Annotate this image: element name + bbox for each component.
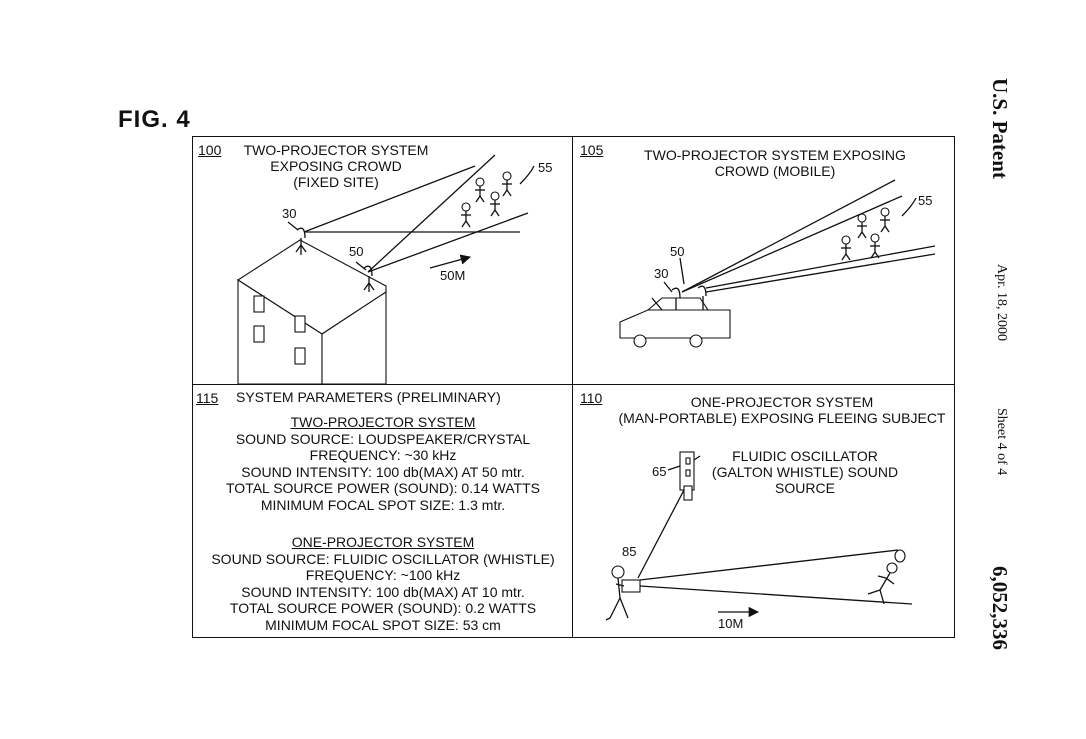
label-55-100: 55 xyxy=(538,160,553,175)
label-30-100: 30 xyxy=(282,206,297,221)
whistle-source-drawing xyxy=(667,451,701,501)
sound-beam-110 xyxy=(639,549,913,605)
param-line: MINIMUM FOCAL SPOT SIZE: 53 cm xyxy=(265,616,501,633)
leader-30-105 xyxy=(663,281,673,293)
horizontal-divider xyxy=(192,384,955,385)
source-line3: SOURCE xyxy=(775,480,835,496)
panel-110-title-line1: ONE-PROJECTOR SYSTEM xyxy=(690,394,874,410)
crowd-100 xyxy=(461,165,535,228)
panel-105-title-line2: CROWD (MOBILE) xyxy=(714,163,836,179)
panel-100-title-line1: TWO-PROJECTOR SYSTEM xyxy=(243,142,429,158)
panel-100-title-line2: EXPOSING CROWD xyxy=(270,158,402,174)
projector-30-drawing xyxy=(295,227,307,255)
panel-115-title: SYSTEM PARAMETERS (PRELIMINARY) xyxy=(236,389,501,405)
label-55-105: 55 xyxy=(918,193,933,208)
panel-105-title: TWO-PROJECTOR SYSTEM EXPOSING CROWD (MOB… xyxy=(630,147,920,179)
label-30-105: 30 xyxy=(654,266,669,281)
label-65: 65 xyxy=(652,464,667,479)
source-description: FLUIDIC OSCILLATOR (GALTON WHISTLE) SOUN… xyxy=(700,448,910,496)
param-line: TOTAL SOURCE POWER (SOUND): 0.2 WATTS xyxy=(229,600,537,616)
hose-line xyxy=(637,489,685,579)
one-projector-params: ONE-PROJECTOR SYSTEM SOUND SOURCE: FLUID… xyxy=(196,534,570,633)
leader-50-105 xyxy=(679,257,685,285)
param-line: FREQUENCY: ~30 kHz xyxy=(309,447,457,463)
operator-drawing xyxy=(605,565,641,621)
panel-100-ref: 100 xyxy=(198,142,222,158)
panel-100-title-line3: (FIXED SITE) xyxy=(293,174,379,190)
param-line: SOUND INTENSITY: 100 db(MAX) AT 50 mtr. xyxy=(241,463,525,480)
two-projector-params: TWO-PROJECTOR SYSTEM SOUND SOURCE: LOUDS… xyxy=(196,414,570,513)
vehicle-drawing xyxy=(619,297,731,348)
two-projector-heading: TWO-PROJECTOR SYSTEM xyxy=(290,414,476,430)
label-50-100: 50 xyxy=(349,244,364,259)
vertical-divider xyxy=(572,136,573,638)
panel-105-ref: 105 xyxy=(580,142,604,158)
one-projector-heading: ONE-PROJECTOR SYSTEM xyxy=(291,534,475,550)
source-line2: (GALTON WHISTLE) SOUND xyxy=(711,464,899,480)
projector-50-drawing xyxy=(363,265,375,292)
label-50-105: 50 xyxy=(670,244,685,259)
figure-label: FIG. 4 xyxy=(118,106,191,133)
projectors-105 xyxy=(671,285,707,310)
fleeing-subject-drawing xyxy=(867,562,898,605)
panel-115-ref: 115 xyxy=(196,390,219,406)
param-line: SOUND SOURCE: LOUDSPEAKER/CRYSTAL xyxy=(235,430,531,447)
label-10m: 10M xyxy=(718,616,744,631)
param-line: FREQUENCY: ~100 kHz xyxy=(305,567,461,583)
panel-105-title-line1: TWO-PROJECTOR SYSTEM EXPOSING xyxy=(644,147,906,163)
param-line: SOUND SOURCE: FLUIDIC OSCILLATOR (WHISTL… xyxy=(211,550,555,567)
panel-110-title: ONE-PROJECTOR SYSTEM (MAN-PORTABLE) EXPO… xyxy=(612,394,952,426)
label-50m: 50M xyxy=(440,268,466,283)
crowd-105 xyxy=(841,197,917,261)
param-line: SOUND INTENSITY: 100 db(MAX) AT 10 mtr. xyxy=(241,583,525,600)
panel-100-title: TWO-PROJECTOR SYSTEM EXPOSING CROWD (FIX… xyxy=(236,142,436,190)
label-85: 85 xyxy=(622,544,637,559)
beams-105 xyxy=(681,179,936,293)
panel-110-title-line2: (MAN-PORTABLE) EXPOSING FLEEING SUBJECT xyxy=(618,410,946,426)
scale-arrow-50m xyxy=(429,254,472,269)
param-line: MINIMUM FOCAL SPOT SIZE: 1.3 mtr. xyxy=(260,496,506,513)
param-line: TOTAL SOURCE POWER (SOUND): 0.14 WATTS xyxy=(226,480,540,496)
beams-100 xyxy=(287,154,529,273)
panel-110-ref: 110 xyxy=(580,390,603,406)
figure-frame xyxy=(192,136,955,638)
building-drawing xyxy=(236,239,387,385)
source-line1: FLUIDIC OSCILLATOR xyxy=(732,448,878,464)
